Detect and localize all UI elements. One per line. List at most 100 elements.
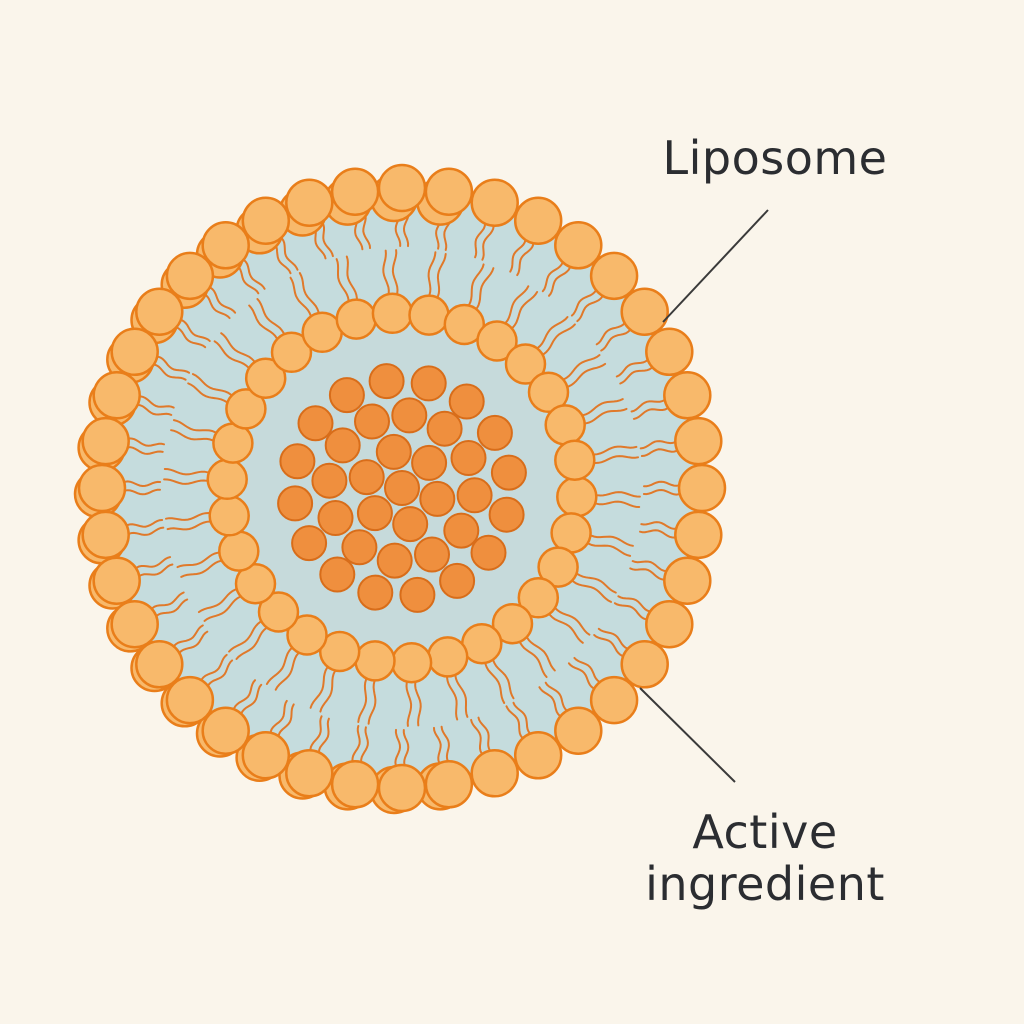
lipid-tail	[595, 317, 629, 346]
lipid-tail	[617, 595, 657, 613]
lipid-tail	[123, 437, 165, 447]
phospholipid-head	[645, 599, 694, 649]
phospholipid-head	[135, 287, 184, 336]
lipid-tail	[561, 362, 607, 390]
lipid-tail	[586, 445, 638, 456]
lipid-tail	[615, 355, 653, 378]
lipid-tail	[578, 407, 628, 425]
phospholipid-head	[135, 640, 184, 689]
lipid-tail	[180, 559, 229, 578]
phospholipid-head	[81, 510, 130, 560]
lipid-tail	[440, 725, 452, 767]
phospholipid-head	[371, 292, 414, 335]
lipid-tail	[573, 656, 606, 686]
lipid-tail	[567, 662, 600, 692]
active-ingredient-particle	[348, 459, 385, 496]
lipid-tail	[238, 683, 263, 720]
lipid-tail	[213, 340, 254, 374]
active-ingredient-particle	[414, 536, 450, 573]
lipid-tail	[537, 323, 576, 358]
phospholipid-head	[257, 591, 300, 633]
lipid-tail	[481, 220, 495, 261]
active-ingredient-particle	[311, 462, 348, 499]
lipid-tail	[165, 511, 216, 521]
phospholipid-head	[92, 371, 141, 420]
lipid-tail	[147, 591, 185, 613]
phospholipid-head	[110, 327, 159, 377]
lipid-tail	[500, 285, 530, 328]
lipid-tail	[382, 249, 390, 301]
active-ingredient-particle	[291, 525, 328, 562]
lipid-tail	[632, 404, 673, 420]
lipid-tail	[414, 675, 422, 727]
phospholipid-head	[92, 556, 141, 605]
lipid-tail	[319, 665, 340, 713]
active-ingredient-particle	[456, 477, 493, 514]
lipid-tail	[477, 716, 495, 756]
phospholipid-head	[663, 556, 712, 605]
lipid-tail	[345, 255, 358, 306]
lipid-tail	[175, 630, 209, 659]
phospholipid-head	[589, 251, 639, 301]
lipid-tail	[523, 630, 556, 672]
phospholipid-head	[554, 221, 603, 270]
lipid-tail	[351, 725, 361, 767]
lipid-tail	[509, 233, 527, 273]
phospholipid-head	[377, 763, 427, 813]
phospholipid-head	[81, 416, 130, 466]
phospholipid-head	[241, 196, 291, 245]
lipid-tail	[571, 568, 617, 594]
phospholipid-head	[77, 463, 127, 513]
lipid-tail	[357, 673, 370, 723]
lipid-tail	[119, 488, 161, 496]
lipid-tail	[220, 332, 259, 368]
lipid-tail	[433, 726, 443, 769]
lipid-tail	[134, 563, 174, 581]
lipid-tail	[600, 324, 634, 352]
outer-lipid-tails	[119, 205, 685, 771]
phospholipid-head	[443, 303, 486, 346]
active-ingredient-particle	[357, 574, 394, 611]
lipid-tail	[298, 272, 321, 319]
lipid-tail	[131, 556, 172, 572]
phospholipid-head	[218, 530, 260, 572]
phospholipid-head	[426, 636, 469, 678]
phospholipid-head	[335, 298, 378, 340]
active-ingredient-particle	[443, 512, 480, 549]
lipid-tail	[589, 491, 641, 498]
lipid-tail	[640, 521, 683, 530]
lipid-tail	[204, 284, 237, 314]
lipid-tail	[470, 718, 486, 759]
active-ingredient-particle	[277, 485, 314, 522]
active-ingredient-particle	[324, 427, 361, 464]
lipid-tail	[151, 355, 191, 374]
lipid-tail	[631, 560, 673, 573]
active-ingredient-leader-line	[639, 687, 736, 783]
lipid-tail	[643, 480, 685, 488]
active-ingredient-label: Active ingredient	[620, 806, 910, 910]
phospholipid-head	[285, 178, 334, 227]
phospholipid-head	[424, 760, 474, 809]
active-ingredient-particle	[476, 414, 513, 451]
active-ingredient-particle	[354, 403, 390, 440]
phospholipid-head	[208, 495, 250, 537]
active-ingredient-particle	[391, 397, 428, 434]
lipid-tail	[588, 455, 639, 465]
lipid-tail	[597, 627, 634, 652]
lipid-tail	[434, 253, 447, 303]
active-ingredient-particle	[450, 440, 487, 476]
lipid-tail	[454, 668, 469, 718]
lipid-tail	[512, 701, 535, 739]
active-ingredient-particle	[448, 383, 485, 420]
lipid-tail	[613, 602, 653, 621]
lipid-tail	[548, 261, 573, 297]
lipid-tail	[175, 317, 211, 342]
phospholipid-head	[330, 760, 380, 809]
lipid-tail	[265, 643, 297, 685]
active-ingredient-particle	[439, 562, 476, 599]
lipid-tail	[517, 636, 548, 678]
lipid-tail	[248, 304, 281, 346]
lipid-tail	[256, 298, 287, 340]
phospholipid-head	[234, 562, 277, 605]
phospholipid-head	[620, 287, 669, 336]
